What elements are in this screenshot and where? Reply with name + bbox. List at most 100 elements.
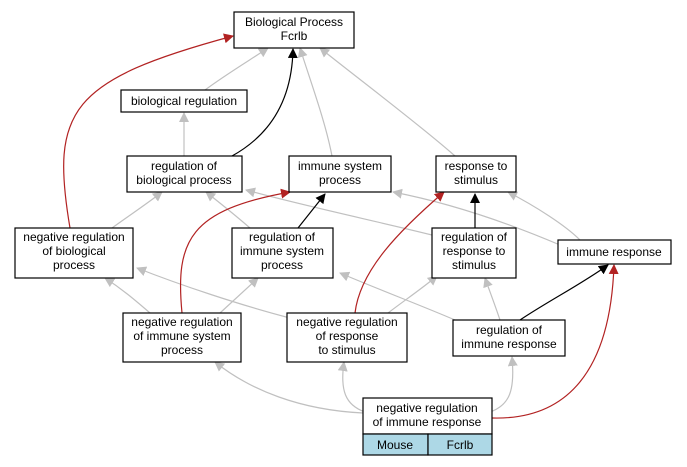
edge-focus-to-neg-reg-resp-stim [337,361,366,413]
svg-text:of response: of response [316,329,379,343]
node-label-line: regulation of [441,230,508,244]
node-negative-regulation-of-immune-response-focus[interactable]: negative regulation of immune response [362,397,493,435]
species-legend: Mouse Fcrlb [362,433,493,456]
node-label-line: of response [316,329,379,343]
svg-text:immune system: immune system [240,244,324,258]
svg-text:of immune response: of immune response [373,415,482,429]
edge-reg-immune-resp-to-reg-resp-stim [483,277,501,321]
svg-text:process: process [319,173,361,187]
node-negative-regulation-of-biological-process[interactable]: negative regulation of biological proces… [14,227,134,279]
node-label-line: regulation of [476,323,543,337]
node-negative-regulation-of-response-to-stimulus[interactable]: negative regulation of response to stimu… [286,312,408,363]
node-label-line: response to [443,244,506,258]
edge-reg-immune-sys-to-immune-system [297,193,326,229]
edge-reg-bio-to-root [231,48,298,157]
edge-neg-reg-immune-sys-to-reg-immune-sys [219,277,259,314]
node-label-line: Biological Process [245,15,343,29]
svg-text:regulation of: regulation of [151,159,218,173]
node-regulation-of-response-to-stimulus[interactable]: regulation of response to stimulus [431,227,517,279]
edge-reg-immune-sys-to-reg-bio [205,191,251,229]
edge-neg-reg-resp-stim-to-neg-reg-bio [136,266,291,319]
svg-text:process: process [261,258,303,272]
node-label-line: process [261,258,303,272]
node-label-line: stimulus [452,258,496,272]
node-label-line: of immune system [133,329,230,343]
node-regulation-of-immune-response[interactable]: regulation of immune response [452,319,566,357]
legend-gene-cell [427,433,493,456]
svg-text:Fcrlb: Fcrlb [281,29,308,43]
node-label-line: of immune response [373,415,482,429]
node-regulation-of-immune-system-process[interactable]: regulation of immune system process [231,227,334,279]
svg-text:immune response: immune response [566,245,662,259]
node-label-line: immune response [461,337,557,351]
svg-text:stimulus: stimulus [452,258,496,272]
edge-reg-immune-resp-to-reg-immune-sys [339,271,456,321]
svg-text:response to: response to [443,244,506,258]
edge-focus-to-neg-reg-immune-sys [214,361,364,414]
node-label-line: negative regulation [376,401,477,415]
edge-reg-resp-stim-to-reg-bio [245,187,433,236]
svg-text:Fcrlb: Fcrlb [447,438,474,452]
node-regulation-of-biological-process[interactable]: regulation of biological process [126,155,243,193]
svg-text:Mouse: Mouse [377,438,413,452]
edge-focus-to-reg-immune-resp [489,356,518,413]
node-label-line: immune system [298,159,382,173]
svg-text:response to: response to [445,159,508,173]
svg-text:of immune system: of immune system [133,329,230,343]
edge-neg-reg-bio-to-root [63,33,234,229]
svg-text:to stimulus: to stimulus [318,343,375,357]
node-label-line: Fcrlb [281,29,308,43]
node-label-line: response to [445,159,508,173]
legend-gene: Fcrlb [447,438,474,452]
svg-text:Biological Process: Biological Process [245,15,343,29]
node-label-line: negative regulation [296,315,397,329]
svg-text:negative regulation: negative regulation [296,315,397,329]
node-label-line: biological regulation [131,94,237,108]
node-label-line: immune system [240,244,324,258]
svg-text:biological process: biological process [136,173,231,187]
node-biological-process-root[interactable]: Biological Process Fcrlb [233,11,355,49]
node-label-line: biological process [136,173,231,187]
node-label-line: negative regulation [131,315,232,329]
edge-neg-reg-resp-stim-to-resp-stim [354,191,445,314]
svg-text:immune system: immune system [298,159,382,173]
node-immune-system-process[interactable]: immune system process [288,155,392,193]
svg-text:regulation of: regulation of [441,230,508,244]
node-label-line: of biological [42,244,105,258]
edge-neg-reg-immune-sys-to-immune-system [179,188,291,314]
edge-response-to-stimulus-to-root [319,47,456,157]
node-label-line: immune response [566,245,662,259]
node-biological-regulation[interactable]: biological regulation [120,89,248,113]
node-response-to-stimulus[interactable]: response to stimulus [435,155,517,193]
svg-text:regulation of: regulation of [249,230,316,244]
node-negative-regulation-of-immune-system-process[interactable]: negative regulation of immune system pro… [122,312,242,363]
svg-text:negative regulation: negative regulation [131,315,232,329]
svg-text:negative regulation: negative regulation [376,401,477,415]
svg-text:stimulus: stimulus [454,173,498,187]
edge-focus-to-immune-resp [491,264,619,419]
svg-text:process: process [161,343,203,357]
edge-neg-reg-immune-sys-to-neg-reg-bio [104,277,151,314]
svg-text:biological regulation: biological regulation [131,94,237,108]
svg-text:regulation of: regulation of [476,323,543,337]
edge-immune-system-to-root [297,47,333,157]
node-label-line: stimulus [454,173,498,187]
node-label-line: negative regulation [23,230,124,244]
node-label-line: process [161,343,203,357]
edge-immune-resp-to-immune-system [392,188,561,246]
svg-text:negative regulation: negative regulation [23,230,124,244]
node-label-line: to stimulus [318,343,375,357]
svg-text:immune response: immune response [461,337,557,351]
node-immune-response[interactable]: immune response [557,239,672,265]
edge-immune-resp-to-resp-stim [507,191,581,241]
node-label-line: process [319,173,361,187]
legend-species: Mouse [377,438,413,452]
edge-biological-regulation-to-root [204,47,269,91]
svg-text:process: process [53,258,95,272]
node-label-line: process [53,258,95,272]
svg-text:of biological: of biological [42,244,105,258]
node-label-line: regulation of [151,159,218,173]
node-label-line: regulation of [249,230,316,244]
